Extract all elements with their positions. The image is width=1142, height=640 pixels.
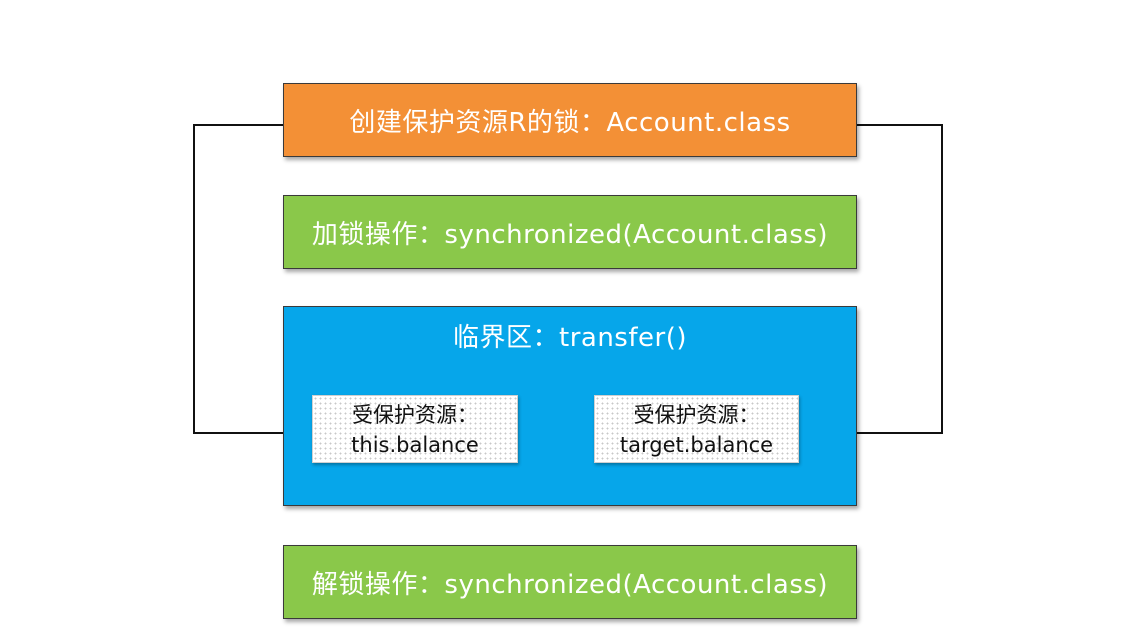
lock-release-box: 解锁操作：synchronized(Account.class): [283, 545, 857, 619]
resource-name: target.balance: [619, 433, 774, 457]
lock-creation-label: 创建保护资源R的锁：Account.class: [349, 107, 791, 138]
critical-section-label: 临界区：transfer(): [453, 323, 687, 353]
resource-heading: 受保护资源：: [352, 403, 478, 427]
lock-acquire-label: 加锁操作：synchronized(Account.class): [311, 219, 829, 250]
protected-resource-this-balance: 受保护资源： this.balance: [312, 395, 518, 463]
lock-acquire-box: 加锁操作：synchronized(Account.class): [283, 195, 857, 269]
lock-creation-box: 创建保护资源R的锁：Account.class: [283, 83, 857, 157]
resource-name: this.balance: [351, 433, 479, 457]
lock-release-label: 解锁操作：synchronized(Account.class): [311, 569, 829, 600]
resource-heading: 受保护资源：: [633, 403, 760, 427]
protected-resource-target-balance: 受保护资源： target.balance: [594, 395, 799, 463]
